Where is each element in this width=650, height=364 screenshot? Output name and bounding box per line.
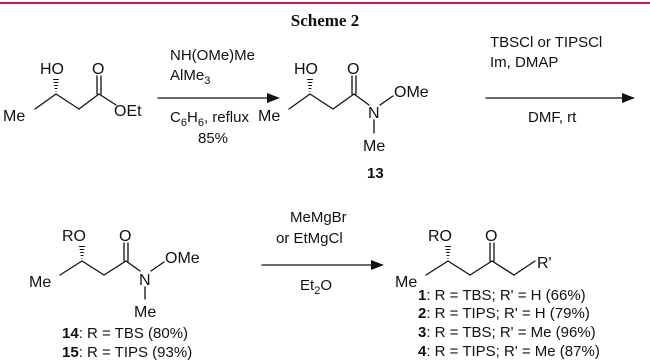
- arrow-2-head: [622, 93, 635, 103]
- amide13-nitrogen: N: [368, 105, 380, 122]
- compound-number-13: 13: [367, 165, 384, 182]
- amide13-n-methyl-label: Me: [363, 138, 385, 155]
- amide13-hydroxyl-label: HO: [294, 61, 318, 78]
- amide13-carbonyl-oxygen: O: [347, 61, 359, 78]
- product-label-1: 1: R = TBS; R' = H (66%): [418, 287, 586, 304]
- silyl-amide-methoxy-label: OMe: [165, 250, 200, 267]
- silyl-amide-nitrogen: N: [139, 272, 151, 289]
- amide-13-hashed-wedge: [306, 78, 314, 93]
- arrow-3-head: [371, 260, 384, 270]
- step2-condition: DMF, rt: [528, 109, 577, 126]
- step3-reagent-ethyl-grignard: or EtMgCl: [276, 230, 343, 247]
- scheme-title: Scheme 2: [290, 11, 360, 30]
- ketone-ro-label: RO: [428, 228, 452, 245]
- silyl-amide-methyl-label: Me: [29, 274, 51, 291]
- silyl-amide-hashed-wedge: [78, 245, 86, 260]
- step2-reagent-silyl: TBSCl or TIPSCl: [490, 34, 602, 51]
- step1-condition-solvent: C6H6, reflux: [170, 109, 249, 129]
- compound-label-15: 15: R = TIPS (93%): [62, 344, 192, 361]
- ester-structure-bonds: [34, 75, 117, 110]
- silyl-amide-ro-label: RO: [62, 228, 86, 245]
- silyl-amide-n-methyl-label: Me: [134, 304, 156, 321]
- step1-yield: 85%: [198, 130, 228, 147]
- product-label-3: 3: R = TBS; R' = Me (96%): [418, 324, 596, 341]
- ketone-carbonyl-oxygen: O: [485, 228, 497, 245]
- step3-solvent: Et2O: [300, 277, 332, 297]
- arrow-1-head: [267, 93, 280, 103]
- step1-reagent-alme3: AlMe3: [170, 67, 210, 87]
- product-label-2: 2: R = TIPS; R' = H (79%): [418, 305, 590, 322]
- ketone-methyl-label: Me: [395, 274, 417, 291]
- amide13-methyl-label: Me: [258, 108, 280, 125]
- weinreb-amide-13-bonds: [288, 75, 394, 134]
- amide13-methoxy-label: OMe: [394, 84, 429, 101]
- top-rule: [0, 2, 650, 4]
- ester-carbonyl-oxygen: O: [92, 61, 104, 78]
- ketone-hashed-wedge: [444, 245, 452, 260]
- ester-methyl-label: Me: [3, 108, 25, 125]
- ketone-product-bonds: [425, 242, 536, 276]
- ester-ethoxy-label: OEt: [114, 103, 142, 120]
- compound-label-14: 14: R = TBS (80%): [62, 325, 188, 342]
- step3-reagent-methyl-grignard: MeMgBr: [290, 209, 347, 226]
- ketone-rprime-label: R': [537, 255, 552, 272]
- ester-hashed-wedge: [52, 78, 60, 93]
- silyl-amide-bonds: [59, 242, 165, 300]
- product-label-4: 4: R = TIPS; R' = Me (87%): [418, 343, 600, 360]
- step2-reagent-base: Im, DMAP: [490, 54, 558, 71]
- step1-reagent-amine: NH(OMe)Me: [170, 47, 255, 64]
- ester-hydroxyl-label: HO: [40, 61, 64, 78]
- silyl-amide-carbonyl-oxygen: O: [119, 228, 131, 245]
